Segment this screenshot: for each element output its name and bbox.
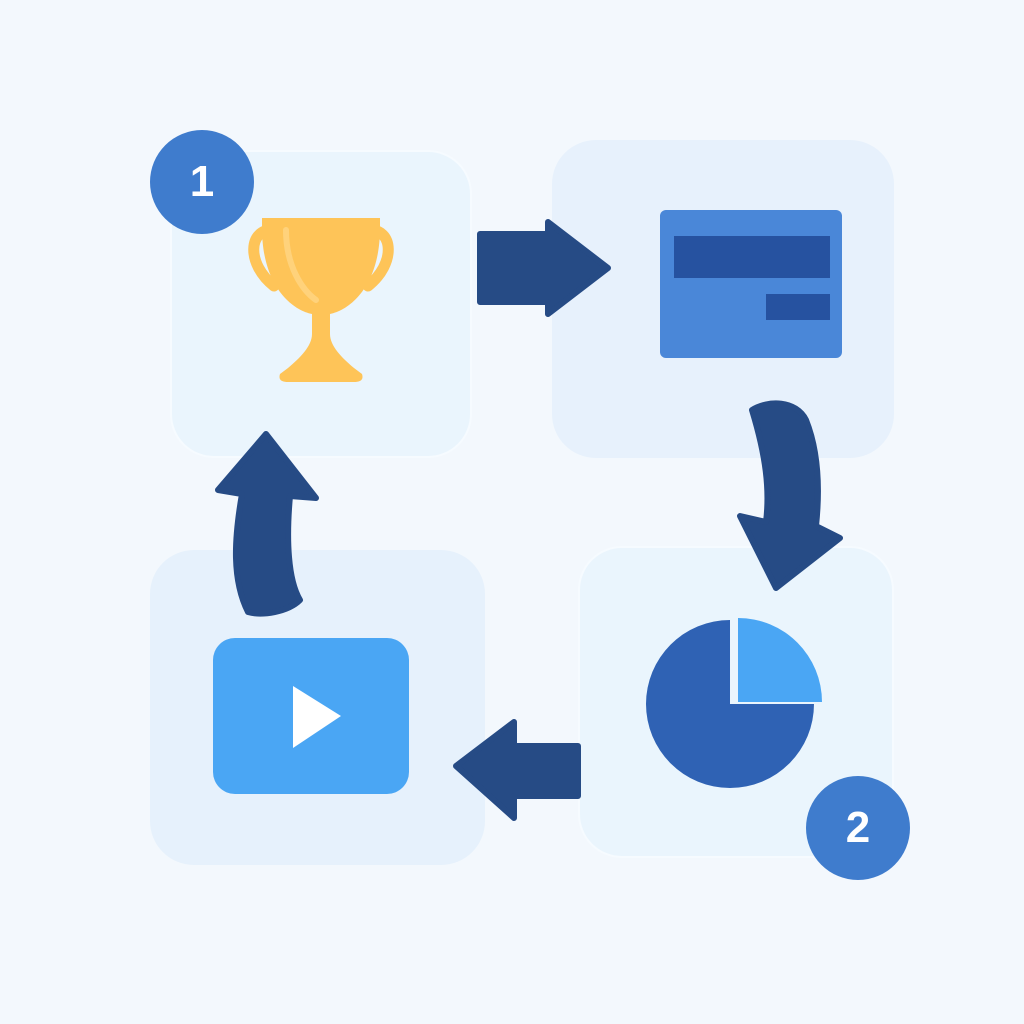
arrow-video-to-trophy [215,431,319,617]
step-tile-pie [578,546,894,858]
trophy-icon [248,218,394,382]
pie-chart-icon [646,618,822,788]
step-badge-1: 1 [150,130,254,234]
arrow-trophy-to-card [477,219,611,317]
card-icon [660,210,842,358]
arrow-pie-to-video [453,719,581,821]
step-badge-2: 2 [806,776,910,880]
video-play-icon [213,638,409,794]
arrow-card-to-pie [737,400,843,591]
